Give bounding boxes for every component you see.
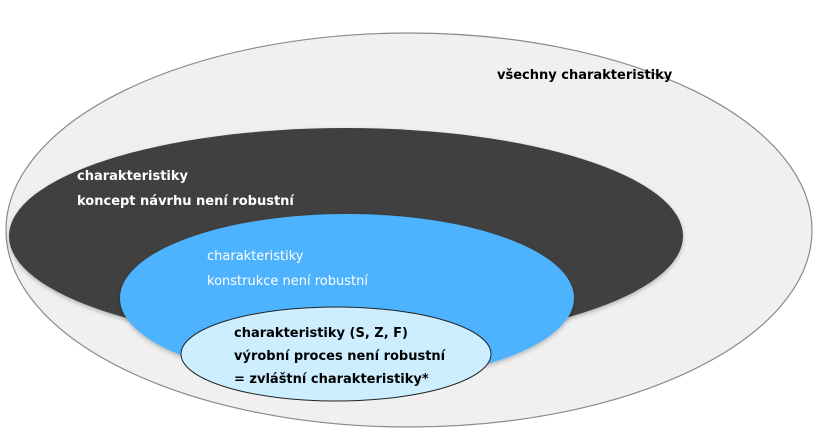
label-all-characteristics: všechny charakteristiky <box>497 63 672 88</box>
label-dark-line-1: charakteristiky <box>77 169 188 184</box>
label-special-characteristics: charakteristiky (S, Z, F) výrobní proces… <box>234 322 445 391</box>
label-design-concept: charakteristiky koncept návrhu není robu… <box>77 164 294 214</box>
set-special-characteristics <box>180 306 492 402</box>
label-blue-line-2: konstrukce není robustní <box>207 274 368 289</box>
label-inner-line-2: výrobní proces není robustní <box>234 349 446 364</box>
label-blue-line-1: charakteristiky <box>207 249 304 264</box>
label-inner-line-3: = zvláštní charakteristiky* <box>234 372 429 387</box>
label-inner-line-1: charakteristiky (S, Z, F) <box>234 326 408 341</box>
label-dark-line-2: koncept návrhu není robustní <box>77 194 294 209</box>
label-construction: charakteristiky konstrukce není robustní <box>207 244 368 294</box>
label-all-line-1: všechny charakteristiky <box>497 68 673 83</box>
